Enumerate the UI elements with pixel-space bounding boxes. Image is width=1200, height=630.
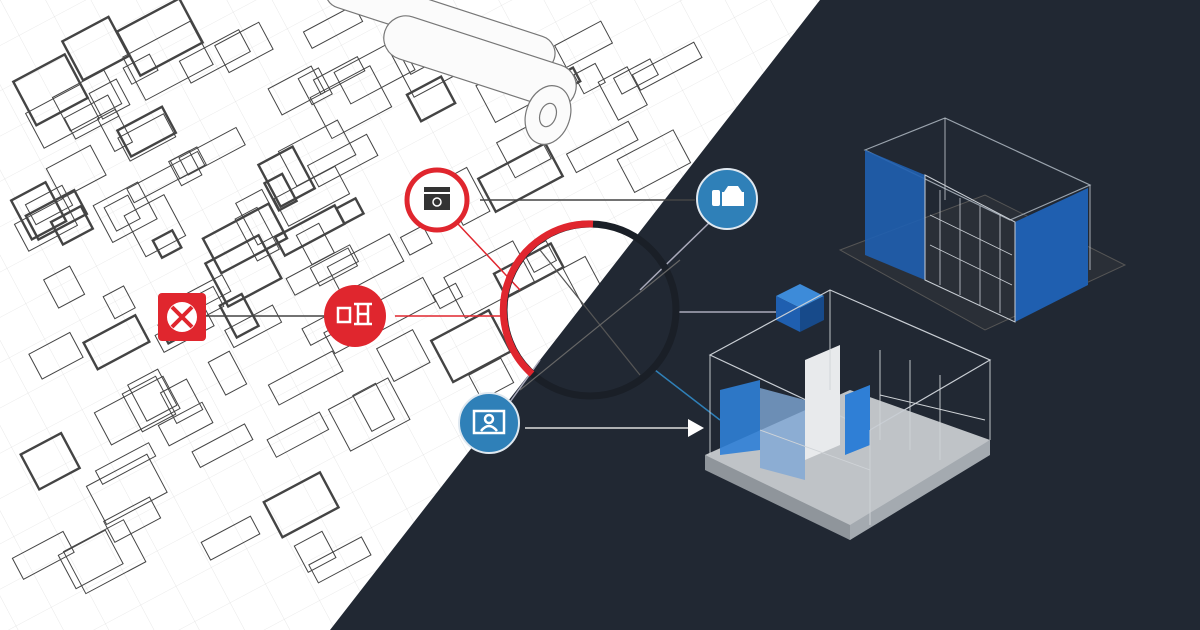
- floor-plan-room: [326, 233, 405, 295]
- floor-plan-room: [42, 265, 86, 309]
- floor-plan-room: [62, 519, 147, 595]
- floor-plan-room: [262, 172, 299, 213]
- floor-plan-room: [293, 530, 337, 573]
- floor-plan-room: [191, 423, 254, 469]
- floor-plan-room: [476, 141, 565, 214]
- floor-plan-room: [93, 375, 181, 446]
- floor-plan-room: [468, 357, 515, 401]
- floor-plan-room: [262, 470, 341, 539]
- floor-plan-room: [218, 292, 261, 340]
- hub-ring: [499, 220, 681, 400]
- floor-plan-room: [573, 62, 606, 95]
- floor-plan-room: [127, 368, 178, 422]
- floor-plan-room: [266, 411, 330, 458]
- floor-plan-room: [51, 69, 123, 132]
- bim-model-lower: [705, 289, 992, 540]
- floor-plan-room: [352, 382, 396, 432]
- floor-plan-room: [375, 328, 431, 383]
- floor-plan-room: [85, 453, 168, 526]
- floor-plan-room: [295, 222, 336, 266]
- floor-plan-room: [19, 431, 82, 492]
- floor-plan-room: [178, 29, 251, 84]
- bim-cube-node[interactable]: [776, 284, 824, 332]
- floor-plan-room: [256, 145, 317, 209]
- floor-plan-room: [306, 133, 379, 188]
- floor-plan-room: [103, 496, 162, 543]
- floor-plan-room: [123, 194, 187, 258]
- floor-plan-room: [267, 350, 344, 406]
- floor-plan-room: [45, 144, 107, 200]
- floor-plan-room: [203, 233, 284, 309]
- floor-plan-room: [49, 204, 95, 247]
- floor-plan-room: [201, 202, 289, 275]
- floor-plan-room: [117, 113, 177, 162]
- floor-plan-room: [554, 20, 614, 69]
- floor-plan-room: [63, 94, 120, 140]
- viewer-node[interactable]: [458, 392, 520, 454]
- floor-plan-room: [28, 331, 84, 380]
- floor-plan-room: [92, 181, 158, 244]
- floor-plan-room: [151, 228, 183, 260]
- floor-plan-room: [81, 313, 151, 371]
- facility-icon: [712, 186, 744, 206]
- dark-panel: [330, 0, 1200, 630]
- floor-plan-room: [57, 529, 124, 590]
- bim-model-upper: [838, 117, 1127, 331]
- cube-icon: [776, 284, 824, 332]
- floor-plan-room: [88, 78, 131, 120]
- floor-plan-room: [309, 65, 393, 140]
- floor-plan-room: [115, 0, 205, 78]
- floor-plan-room: [9, 180, 68, 241]
- floor-plan-room: [273, 203, 347, 258]
- user-monitor-icon: [472, 409, 506, 435]
- floor-plan-room: [612, 58, 659, 95]
- error-node[interactable]: [158, 293, 206, 341]
- camera-node[interactable]: [404, 167, 470, 233]
- floor-plan-room: [115, 105, 178, 159]
- floor-plan-room: [297, 67, 333, 106]
- floor-plan-room: [631, 41, 703, 91]
- floor-plan-room: [327, 377, 411, 452]
- floor-plan-room: [126, 150, 206, 204]
- floor-plan-room: [102, 285, 136, 320]
- camera-icon: [424, 187, 450, 210]
- floor-plan-room: [267, 65, 326, 116]
- floor-plan-room: [178, 126, 246, 176]
- floor-plan-room: [122, 53, 159, 85]
- floor-plan-room: [277, 119, 357, 187]
- error-x-icon: [167, 302, 197, 332]
- floor-plan-room: [94, 442, 157, 485]
- floor-plan-room: [616, 129, 692, 194]
- floor-plan-room: [121, 375, 177, 433]
- floor-plan-room: [24, 188, 89, 242]
- floor-plan-room: [157, 401, 214, 447]
- facility-node[interactable]: [696, 168, 758, 230]
- floor-plan-room: [169, 146, 208, 180]
- floor-plan-room: [565, 120, 639, 174]
- floor-plan-room: [11, 530, 75, 580]
- floor-plan-room: [309, 247, 359, 287]
- floor-plan-room: [308, 536, 372, 584]
- building-icon: [336, 302, 372, 326]
- floor-plan-room: [405, 74, 457, 123]
- floor-plan-room: [214, 21, 274, 74]
- floor-plan-room: [443, 240, 536, 319]
- floor-plan-room: [597, 66, 648, 121]
- floor-plan-room: [432, 282, 464, 310]
- floor-plan-room: [11, 52, 90, 127]
- toolbox-node[interactable]: [324, 285, 386, 347]
- floor-plan-room: [159, 378, 204, 425]
- floor-plan-room: [224, 304, 283, 349]
- floor-plan-room: [312, 56, 366, 95]
- floor-plan-room: [399, 224, 433, 256]
- floor-plan-room: [200, 515, 261, 561]
- floor-plan-room: [103, 194, 141, 232]
- floor-plan-room: [207, 350, 248, 396]
- rolled-blueprints: [324, 0, 577, 145]
- floor-plan-room: [429, 308, 513, 384]
